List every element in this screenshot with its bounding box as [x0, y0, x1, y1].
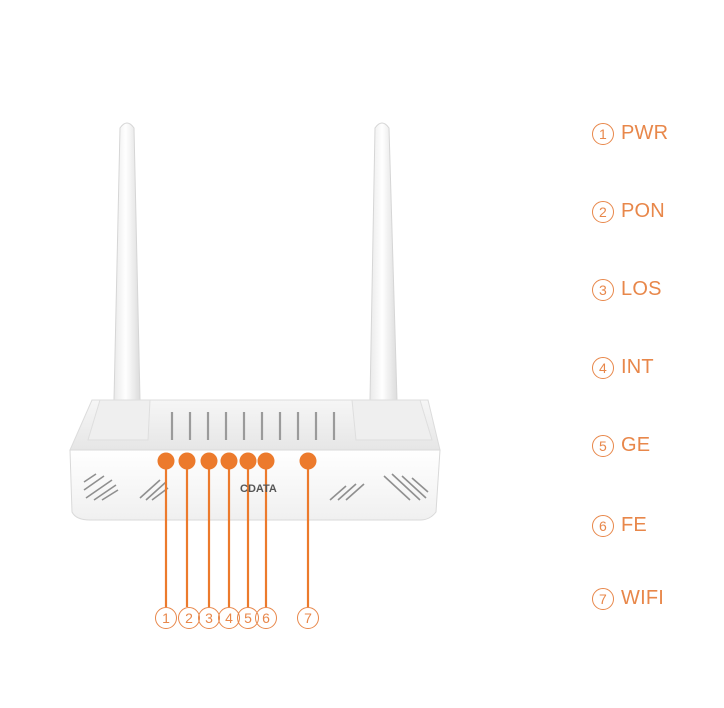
led-marker-int	[220, 452, 238, 470]
legend-item-los: 3 LOS	[592, 278, 662, 301]
legend-num: 6	[592, 514, 614, 537]
legend-label: FE	[621, 514, 647, 536]
legend-num: 4	[592, 356, 614, 379]
legend-label: INT	[621, 356, 654, 378]
bottom-num-7: 7	[297, 607, 319, 629]
bottom-num-2: 2	[178, 607, 200, 629]
legend-item-int: 4 INT	[592, 356, 654, 379]
bottom-num-1: 1	[155, 607, 177, 629]
led-marker-pwr	[157, 452, 175, 470]
bottom-num-3: 3	[198, 607, 220, 629]
led-marker-wifi	[299, 452, 317, 470]
led-marker-pon	[178, 452, 196, 470]
legend-num: 3	[592, 278, 614, 301]
legend-label: LOS	[621, 278, 662, 300]
legend-label: GE	[621, 434, 651, 456]
legend-item-ge: 5 GE	[592, 434, 650, 457]
led-markers	[157, 452, 317, 470]
legend-item-pwr: 1 PWR	[592, 122, 668, 145]
front-vent-left	[83, 473, 169, 501]
leader-lines	[164, 461, 310, 607]
right-antenna	[369, 122, 398, 401]
left-antenna	[113, 122, 141, 401]
front-vent-right	[329, 473, 429, 501]
bottom-num-6: 6	[255, 607, 277, 629]
legend-item-fe: 6 FE	[592, 514, 647, 537]
legend-num: 5	[592, 434, 614, 457]
led-marker-los	[200, 452, 218, 470]
led-marker-ge	[239, 452, 257, 470]
legend-label: PON	[621, 200, 665, 222]
legend-item-wifi: 7 WIFI	[592, 587, 664, 610]
legend-num: 2	[592, 200, 614, 223]
brand-logo: CDATA	[240, 483, 277, 495]
legend-label: WIFI	[621, 587, 665, 609]
legend-num: 1	[592, 122, 614, 145]
legend-item-pon: 2 PON	[592, 200, 665, 223]
led-marker-fe	[257, 452, 275, 470]
legend-num: 7	[592, 587, 614, 610]
legend-label: PWR	[621, 122, 669, 144]
top-vents	[170, 412, 336, 440]
